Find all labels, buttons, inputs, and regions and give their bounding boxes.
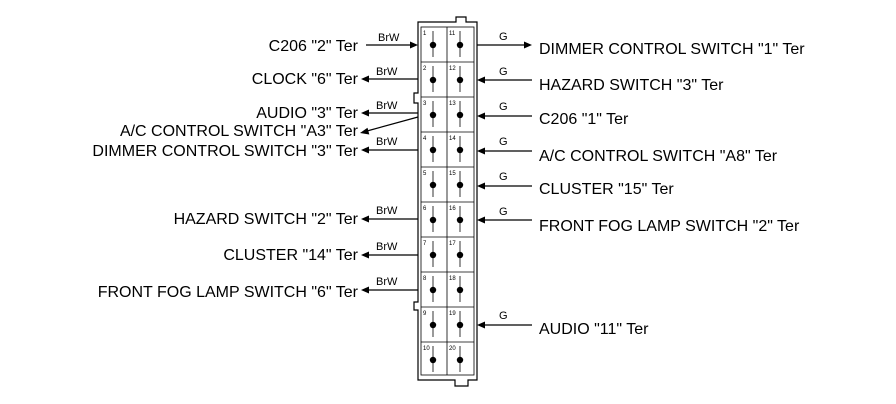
pin-5: 5 bbox=[423, 171, 437, 197]
left-conn-ac-a3: A/C CONTROL SWITCH "A3" Ter bbox=[120, 116, 419, 140]
pins-left-column: 1 2 3 4 5 6 7 8 9 10 bbox=[423, 31, 437, 372]
wire-color-label: G bbox=[499, 136, 508, 148]
pin-number-label: 10 bbox=[423, 346, 430, 352]
pin-number-label: 1 bbox=[423, 31, 427, 37]
right-conn-cluster-15: G CLUSTER "15" Ter bbox=[477, 171, 674, 198]
right-conn-c206-1: G C206 "1" Ter bbox=[477, 101, 629, 128]
pin-2: 2 bbox=[423, 66, 437, 92]
pin-1: 1 bbox=[423, 31, 437, 57]
pin-number-label: 5 bbox=[423, 171, 427, 177]
pin-number-label: 2 bbox=[423, 66, 427, 72]
left-label: C206 "2" Ter bbox=[269, 38, 359, 55]
right-label: AUDIO "11" Ter bbox=[539, 321, 649, 338]
pin-18: 18 bbox=[449, 276, 464, 302]
pin-number-label: 6 bbox=[423, 206, 427, 212]
wire-color-label: BrW bbox=[376, 205, 398, 217]
pin-number-label: 13 bbox=[449, 101, 456, 107]
left-label: AUDIO "3" Ter bbox=[256, 105, 358, 122]
right-label: FRONT FOG LAMP SWITCH "2" Ter bbox=[539, 218, 800, 235]
left-conn-cluster-14: BrW CLUSTER "14" Ter bbox=[223, 241, 418, 264]
pin-number-label: 17 bbox=[449, 241, 456, 247]
left-conn-clock-6: BrW CLOCK "6" Ter bbox=[252, 66, 418, 88]
left-conn-fog-6: BrW FRONT FOG LAMP SWITCH "6" Ter bbox=[98, 276, 418, 301]
wire-color-label: G bbox=[499, 66, 508, 78]
left-label: CLUSTER "14" Ter bbox=[223, 247, 358, 264]
right-conn-audio-11: G AUDIO "11" Ter bbox=[477, 310, 649, 338]
left-label: A/C CONTROL SWITCH "A3" Ter bbox=[120, 123, 359, 140]
left-conn-hazard-2: BrW HAZARD SWITCH "2" Ter bbox=[174, 205, 418, 228]
left-connections: BrW C206 "2" Ter BrW CLOCK "6" Ter BrW A… bbox=[92, 32, 419, 301]
pin-19: 19 bbox=[449, 311, 464, 337]
pin-number-label: 16 bbox=[449, 206, 456, 212]
right-label: HAZARD SWITCH "3" Ter bbox=[539, 77, 724, 94]
pin-number-label: 14 bbox=[449, 136, 456, 142]
pin-9: 9 bbox=[423, 311, 437, 337]
right-conn-fog-2: G FRONT FOG LAMP SWITCH "2" Ter bbox=[477, 206, 800, 235]
left-conn-audio-3: BrW AUDIO "3" Ter bbox=[256, 100, 418, 122]
wire-color-label: G bbox=[499, 101, 508, 113]
pin-number-label: 8 bbox=[423, 276, 427, 282]
pin-4: 4 bbox=[423, 136, 437, 162]
right-conn-ac-a8: G A/C CONTROL SWITCH "A8" Ter bbox=[477, 136, 778, 165]
pin-number-label: 18 bbox=[449, 276, 456, 282]
pin-number-label: 12 bbox=[449, 66, 456, 72]
pin-6: 6 bbox=[423, 206, 437, 232]
pin-15: 15 bbox=[449, 171, 464, 197]
wire-color-label: BrW bbox=[376, 136, 398, 148]
pin-number-label: 9 bbox=[423, 311, 427, 317]
pin-12: 12 bbox=[449, 66, 464, 92]
left-conn-dimmer-3: BrW DIMMER CONTROL SWITCH "3" Ter bbox=[92, 136, 418, 160]
pin-number-label: 11 bbox=[449, 31, 456, 37]
wire-color-label: G bbox=[499, 31, 508, 43]
pin-10: 10 bbox=[423, 346, 437, 372]
pin-14: 14 bbox=[449, 136, 464, 162]
pin-7: 7 bbox=[423, 241, 437, 267]
left-label: CLOCK "6" Ter bbox=[252, 71, 359, 88]
pin-13: 13 bbox=[449, 101, 464, 127]
pin-number-label: 3 bbox=[423, 101, 427, 107]
right-label: C206 "1" Ter bbox=[539, 111, 629, 128]
left-label: HAZARD SWITCH "2" Ter bbox=[174, 211, 359, 228]
left-conn-c206-2: BrW C206 "2" Ter bbox=[269, 32, 418, 55]
right-connections: G DIMMER CONTROL SWITCH "1" Ter G HAZARD… bbox=[477, 31, 805, 338]
pin-number-label: 19 bbox=[449, 311, 456, 317]
pin-number-label: 15 bbox=[449, 171, 456, 177]
pin-3: 3 bbox=[423, 101, 437, 127]
connector bbox=[413, 16, 478, 387]
pin-20: 20 bbox=[449, 346, 464, 372]
right-conn-dimmer-1: G DIMMER CONTROL SWITCH "1" Ter bbox=[477, 31, 805, 58]
wire-color-label: G bbox=[499, 206, 508, 218]
pin-16: 16 bbox=[449, 206, 464, 232]
pin-number-label: 7 bbox=[423, 241, 427, 247]
wire-color-label: G bbox=[499, 171, 508, 183]
right-label: CLUSTER "15" Ter bbox=[539, 181, 674, 198]
wire-color-label: BrW bbox=[376, 66, 398, 78]
wire-color-label: BrW bbox=[376, 241, 398, 253]
right-label: A/C CONTROL SWITCH "A8" Ter bbox=[539, 148, 778, 165]
right-label: DIMMER CONTROL SWITCH "1" Ter bbox=[539, 41, 805, 58]
left-label: FRONT FOG LAMP SWITCH "6" Ter bbox=[98, 284, 359, 301]
pin-11: 11 bbox=[449, 31, 464, 57]
wire-color-label: BrW bbox=[376, 100, 398, 112]
wire-color-label: G bbox=[499, 310, 508, 322]
pin-number-label: 20 bbox=[449, 346, 456, 352]
left-label: DIMMER CONTROL SWITCH "3" Ter bbox=[92, 143, 358, 160]
pins-right-column: 11 12 13 14 15 16 17 18 19 20 bbox=[449, 31, 464, 372]
wire-color-label: BrW bbox=[376, 276, 398, 288]
pin-17: 17 bbox=[449, 241, 464, 267]
pin-8: 8 bbox=[423, 276, 437, 302]
right-conn-hazard-3: G HAZARD SWITCH "3" Ter bbox=[477, 66, 724, 94]
pin-number-label: 4 bbox=[423, 136, 427, 142]
wire-color-label: BrW bbox=[378, 32, 400, 44]
